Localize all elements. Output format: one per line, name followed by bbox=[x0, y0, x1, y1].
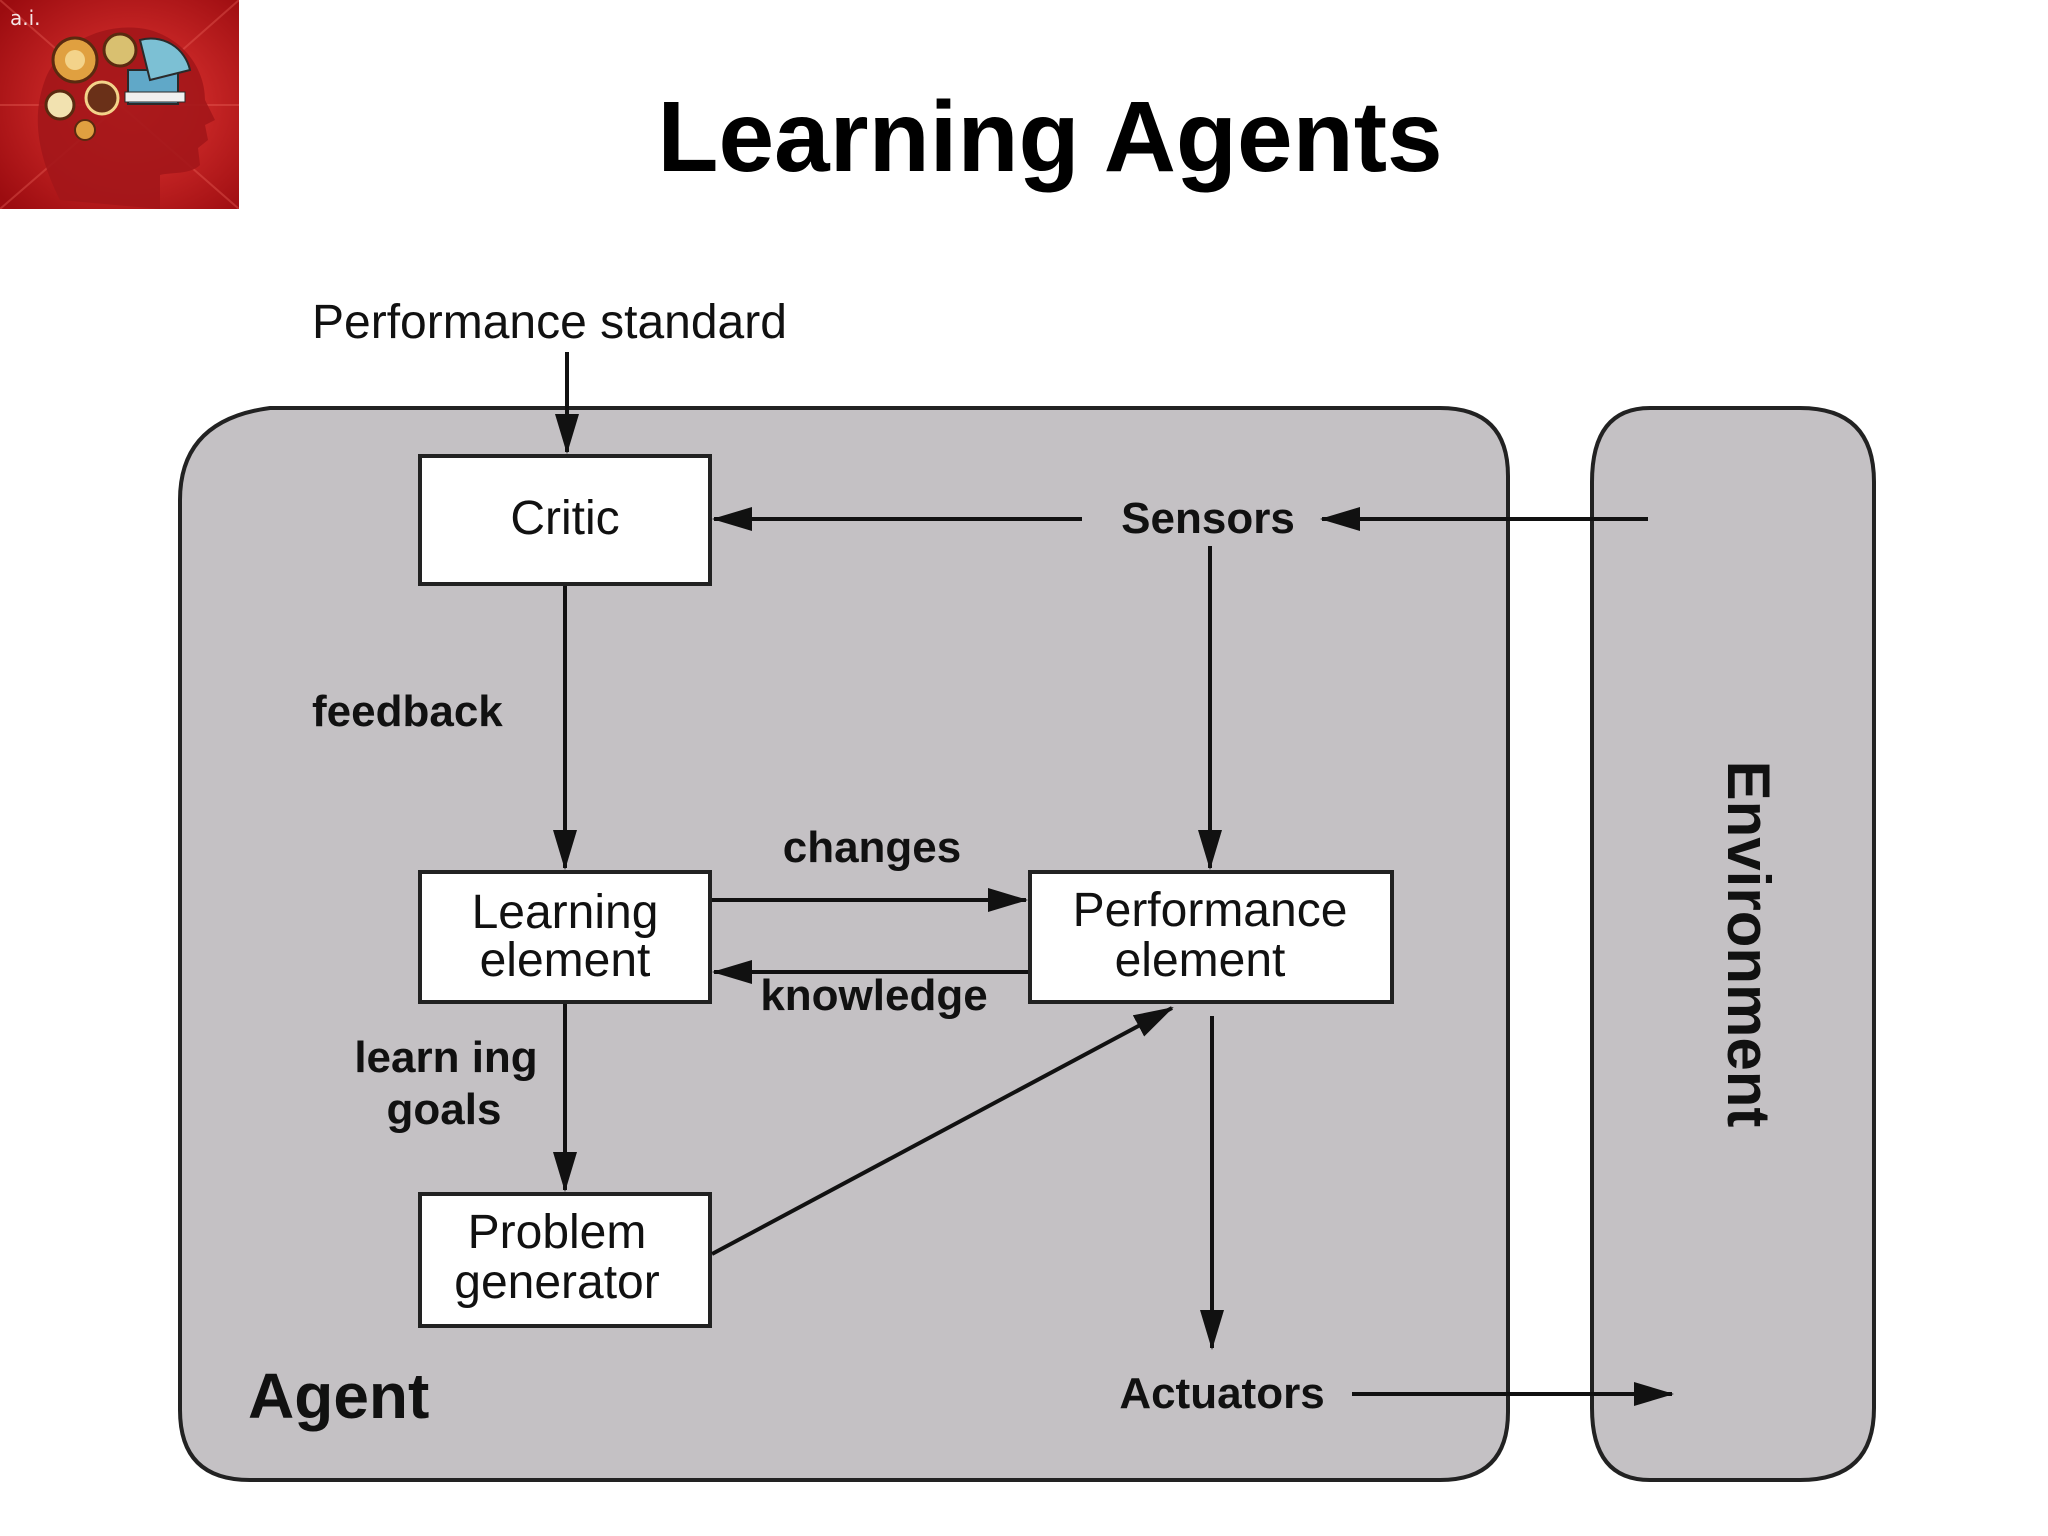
learning-element-label-line1: Learning bbox=[472, 886, 659, 939]
performance-element-box bbox=[1028, 870, 1394, 1004]
feedback-label: feedback bbox=[312, 687, 503, 736]
learning-element-box bbox=[418, 870, 712, 1004]
critic-box bbox=[418, 454, 712, 586]
actuators-label: Actuators bbox=[1119, 1369, 1324, 1418]
learning-element-label-line2: element bbox=[480, 934, 651, 987]
learning-goals-label-line1: learn ing bbox=[354, 1033, 537, 1082]
logo-caption: a.i. bbox=[10, 6, 41, 30]
environment-label: Environment bbox=[1715, 761, 1782, 1128]
agent-label: Agent bbox=[248, 1360, 429, 1432]
environment-panel bbox=[1590, 406, 1876, 1482]
learning-goals-label-line2: goals bbox=[387, 1085, 502, 1134]
critic-label: Critic bbox=[510, 492, 619, 545]
sensors-label: Sensors bbox=[1121, 494, 1295, 543]
knowledge-label: knowledge bbox=[760, 971, 987, 1020]
problem-generator-box bbox=[418, 1192, 712, 1328]
problem-generator-label-line1: Problem bbox=[468, 1206, 647, 1259]
changes-label: changes bbox=[783, 823, 962, 872]
performance-standard-label: Performance standard bbox=[312, 296, 787, 349]
slide-title: Learning Agents bbox=[657, 81, 1443, 193]
ai-brain-logo-icon: a.i. bbox=[0, 0, 239, 209]
problem-generator-label-line2: generator bbox=[454, 1256, 659, 1309]
performance-element-label-line1: Performance bbox=[1073, 884, 1348, 937]
arrow-problem-to-performance bbox=[711, 1006, 1174, 1256]
brain-head-logo-icon bbox=[0, 0, 239, 209]
performance-element-label-line2: element bbox=[1115, 934, 1286, 987]
